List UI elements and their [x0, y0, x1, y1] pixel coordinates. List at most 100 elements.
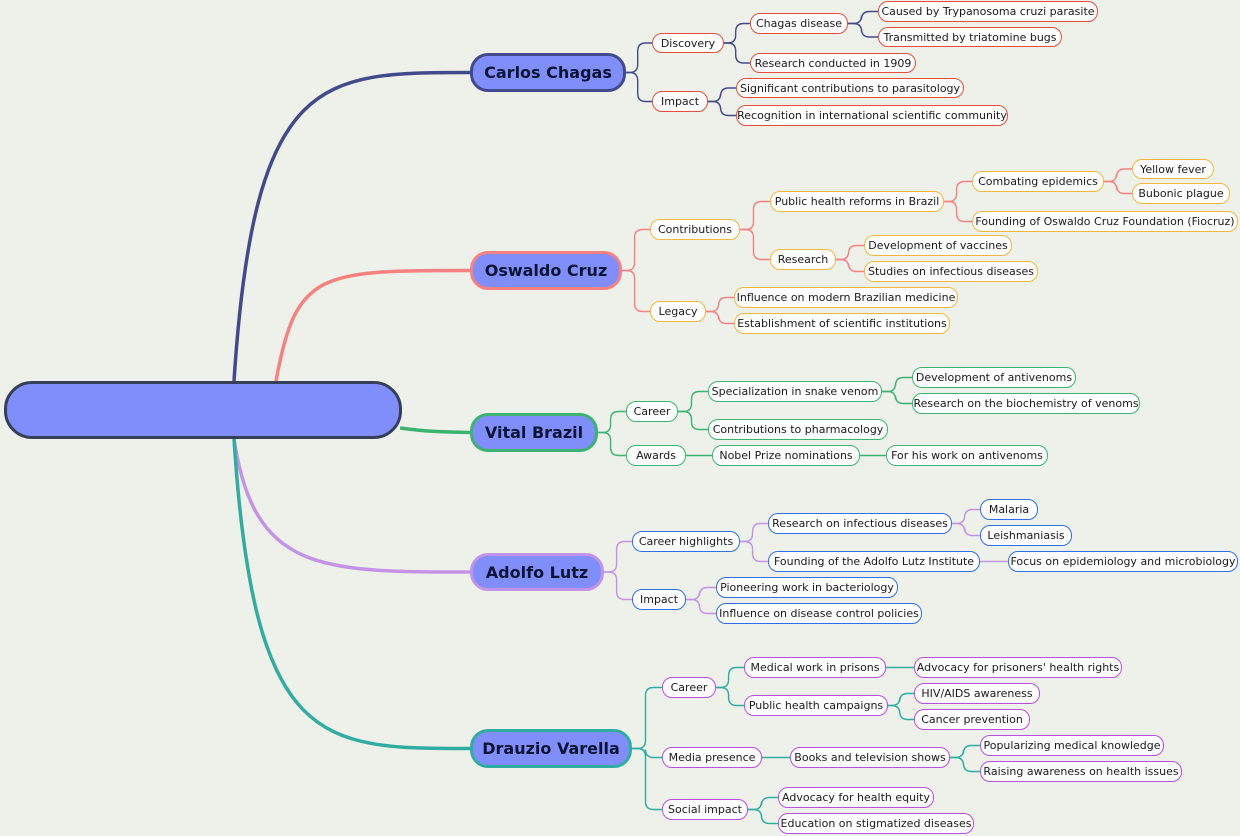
connector-lu_i1 — [686, 586, 716, 601]
branch-line-chagas — [232, 70, 471, 382]
node-chagas-disease[interactable]: Chagas disease — [750, 13, 848, 34]
connector-cr_l2 — [706, 310, 734, 325]
node-modern-medicine-influence[interactable]: Influence on modern Brazilian medicine — [734, 287, 958, 308]
node-combating-epidemics[interactable]: Combating epidemics — [972, 171, 1104, 192]
connector-ch_dis — [724, 22, 750, 44]
node-yellow-fever[interactable]: Yellow fever — [1132, 159, 1214, 179]
node-caused-by-trypanosoma[interactable]: Caused by Trypanosoma cruzi parasite — [878, 1, 1098, 22]
root-node[interactable] — [4, 381, 402, 439]
node-discovery[interactable]: Discovery — [652, 33, 724, 53]
node-fiocruz[interactable]: Founding of Oswaldo Cruz Foundation (Fio… — [972, 211, 1238, 232]
node-career[interactable]: Career — [626, 401, 678, 422]
topic-vital-brazil[interactable]: Vital Brazil — [470, 413, 598, 452]
connector-vb_ph — [678, 410, 708, 431]
topic-carlos-chagas[interactable]: Carlos Chagas — [470, 53, 626, 92]
connector-dv_eq — [748, 796, 778, 811]
connector-vb_av — [882, 376, 912, 393]
connector-dv_camp — [716, 686, 744, 707]
node-scientific-institutions[interactable]: Establishment of scientific institutions — [734, 313, 950, 334]
node-disease-control[interactable]: Influence on disease control policies — [716, 603, 922, 624]
connector-lu_lei — [952, 522, 980, 537]
node-stigmatized-diseases[interactable]: Education on stigmatized diseases — [778, 813, 974, 834]
node-infectious-studies[interactable]: Studies on infectious diseases — [864, 261, 1038, 282]
connector-lu_mal — [952, 508, 980, 525]
node-social-impact[interactable]: Social impact — [662, 799, 748, 820]
node-media-presence[interactable]: Media presence — [662, 747, 762, 768]
node-bacteriology[interactable]: Pioneering work in bacteriology — [716, 577, 898, 598]
node-career-highlights[interactable]: Career highlights — [632, 531, 740, 552]
node-antivenoms[interactable]: Development of antivenoms — [912, 367, 1076, 388]
node-lutz-institute[interactable]: Founding of the Adolfo Lutz Institute — [768, 551, 980, 572]
connector-dv_can — [888, 704, 914, 721]
node-books-tv[interactable]: Books and television shows — [790, 747, 950, 768]
connector-vb_bio — [882, 390, 912, 405]
connector-cr_stu — [836, 258, 864, 273]
node-contributions[interactable]: Contributions — [650, 219, 740, 240]
node-contributions-parasitology[interactable]: Significant contributions to parasitolog… — [736, 78, 964, 98]
connector-cr_con — [622, 228, 650, 272]
connector-cr_l1 — [706, 296, 734, 313]
connector-dv_hiv — [888, 692, 914, 707]
node-nobel-nominations[interactable]: Nobel Prize nominations — [712, 445, 860, 466]
node-epidemiology-focus[interactable]: Focus on epidemiology and microbiology — [1008, 551, 1238, 572]
node-leishmaniasis[interactable]: Leishmaniasis — [980, 525, 1072, 546]
connector-ch_disc — [626, 42, 652, 74]
node-research-infectious[interactable]: Research on infectious diseases — [768, 513, 952, 534]
node-prisoners-rights[interactable]: Advocacy for prisoners' health rights — [914, 657, 1122, 678]
node-pharmacology[interactable]: Contributions to pharmacology — [708, 419, 888, 440]
node-venom-biochemistry[interactable]: Research on the biochemistry of venoms — [912, 393, 1140, 414]
connector-cr_comb — [944, 180, 972, 203]
node-work-on-antivenoms[interactable]: For his work on antivenoms — [886, 445, 1048, 466]
connector-dv_pop — [950, 744, 980, 759]
topic-drauzio-varella[interactable]: Drauzio Varella — [470, 729, 632, 768]
connector-ch_d1 — [848, 10, 878, 25]
connector-ch_i1 — [708, 87, 736, 103]
connector-vb_car — [598, 410, 626, 434]
connector-cr_bp — [1104, 180, 1132, 195]
branch-line-varella — [232, 438, 471, 751]
connector-dv_pri — [716, 666, 744, 689]
connector-cr_fio — [944, 200, 972, 223]
node-international-recognition[interactable]: Recognition in international scientific … — [736, 105, 1008, 126]
connector-cr_res — [740, 228, 770, 261]
connector-dv_car — [632, 686, 662, 750]
node-public-health-reforms[interactable]: Public health reforms in Brazil — [770, 191, 944, 212]
node-research-1909[interactable]: Research conducted in 1909 — [750, 53, 916, 73]
node-prisons-work[interactable]: Medical work in prisons — [744, 657, 886, 678]
node-popularizing-knowledge[interactable]: Popularizing medical knowledge — [980, 735, 1164, 756]
connector-ch_1909 — [724, 42, 750, 64]
node-bubonic-plague[interactable]: Bubonic plague — [1132, 183, 1230, 204]
node-impact[interactable]: Impact — [652, 91, 708, 112]
connector-dv_med — [632, 747, 662, 759]
connector-dv_edu — [748, 808, 778, 825]
node-legacy[interactable]: Legacy — [650, 301, 706, 322]
connector-cr_leg — [622, 269, 650, 313]
branch-line-cruz — [274, 268, 471, 382]
node-transmitted-by-bugs[interactable]: Transmitted by triatomine bugs — [878, 27, 1062, 47]
topic-oswaldo-cruz[interactable]: Oswaldo Cruz — [470, 251, 622, 290]
node-cancer-prevention[interactable]: Cancer prevention — [914, 709, 1030, 730]
connector-ch_i2 — [708, 100, 736, 117]
node-health-campaigns[interactable]: Public health campaigns — [744, 695, 888, 716]
node-hiv-awareness[interactable]: HIV/AIDS awareness — [914, 683, 1040, 704]
node-awards[interactable]: Awards — [626, 445, 686, 466]
node-health-equity[interactable]: Advocacy for health equity — [778, 787, 934, 808]
connector-dv_rai — [950, 756, 980, 773]
topic-adolfo-lutz[interactable]: Adolfo Lutz — [470, 553, 604, 591]
node-malaria[interactable]: Malaria — [980, 499, 1038, 520]
branch-line-vital — [399, 426, 471, 435]
node-vaccines[interactable]: Development of vaccines — [864, 235, 1012, 256]
connector-lu_res — [740, 522, 768, 543]
connector-cr_yf — [1104, 168, 1132, 183]
node-research[interactable]: Research — [770, 249, 836, 270]
connector-vb_snk — [678, 390, 708, 413]
node-raising-awareness[interactable]: Raising awareness on health issues — [980, 761, 1182, 782]
node-impact[interactable]: Impact — [632, 589, 686, 610]
connector-lu_ch — [604, 540, 632, 573]
node-career[interactable]: Career — [662, 677, 716, 698]
connector-dv_soc — [632, 747, 662, 811]
connector-cr_vac — [836, 244, 864, 261]
node-snake-venom[interactable]: Specialization in snake venom — [708, 381, 882, 402]
